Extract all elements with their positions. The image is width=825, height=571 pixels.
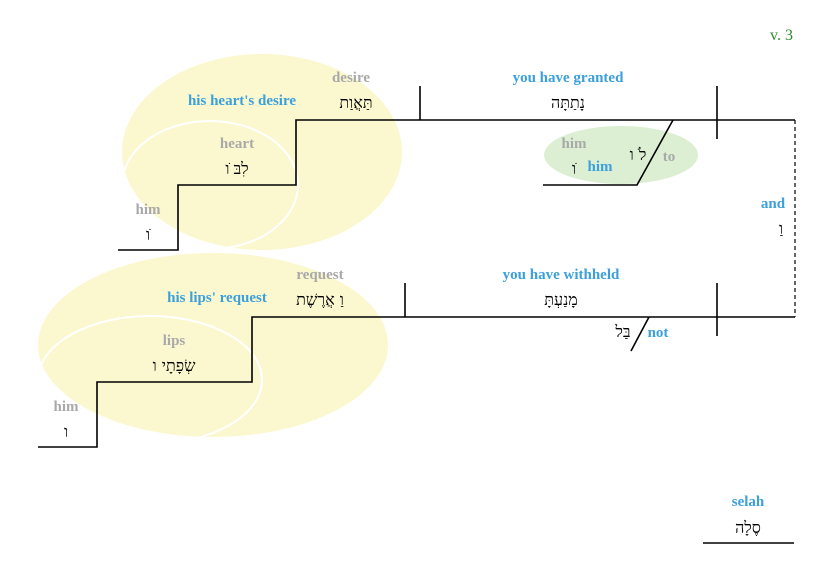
negation-hebrew: בַּל <box>614 322 630 341</box>
clause1-stair-line <box>118 119 795 251</box>
indirect-him-gloss: him <box>561 136 587 152</box>
clause1-him-gloss: him <box>135 202 161 218</box>
indirect-prep-hebrew: לֹ ו <box>630 145 647 164</box>
clause1-verb-gloss: you have granted <box>513 70 624 86</box>
verse-number: v. 3 <box>770 27 793 44</box>
lips-request-label: his lips' request <box>167 290 267 306</box>
clause1-object-hebrew: תַּאֲוַת <box>339 93 372 112</box>
clause2-verb-gloss: you have withheld <box>503 267 620 283</box>
conjunction-hebrew: וַ <box>779 219 783 238</box>
indirect-him-label: him <box>587 159 613 175</box>
clause2-him-hebrew: ו <box>64 422 68 441</box>
indirect-object-hebrew: ֹו <box>572 159 577 178</box>
heart-inner-bubble <box>121 120 299 250</box>
lips-inner-bubble <box>37 315 263 445</box>
heart-desire-bubble <box>122 54 402 250</box>
clause2-him-gloss: him <box>53 399 79 415</box>
lips-gloss: lips <box>163 333 186 349</box>
clause1-verb-hebrew: נָתַתָּה <box>551 93 585 112</box>
selah-hebrew: סֶלָה <box>735 518 761 537</box>
lips-request-bubble <box>38 253 388 437</box>
clause2-object-gloss: request <box>296 267 343 283</box>
clause1-him-hebrew: ֹו <box>146 225 151 244</box>
heart-hebrew: לִבּ ֹו <box>225 159 248 178</box>
indirect-object-line <box>543 119 674 186</box>
indirect-prep-gloss: to <box>663 149 676 165</box>
conjunction-gloss: and <box>761 196 786 212</box>
clause2-object-hebrew: וַ אֲרֶשֶׁת <box>296 290 344 309</box>
to-him-bubble <box>544 126 698 184</box>
heart-gloss: heart <box>220 136 254 152</box>
clause2-verb-hebrew: מָנַעְתָּ <box>544 290 578 309</box>
negation-gloss: not <box>648 325 669 341</box>
negation-slant-line <box>630 316 650 352</box>
clause1-object-gloss: desire <box>332 70 370 86</box>
heart-desire-label: his heart's desire <box>188 93 296 109</box>
lips-hebrew: שְׂפָתָי ו <box>153 356 197 375</box>
selah-gloss: selah <box>732 494 765 510</box>
clause2-stair-line <box>38 316 795 448</box>
